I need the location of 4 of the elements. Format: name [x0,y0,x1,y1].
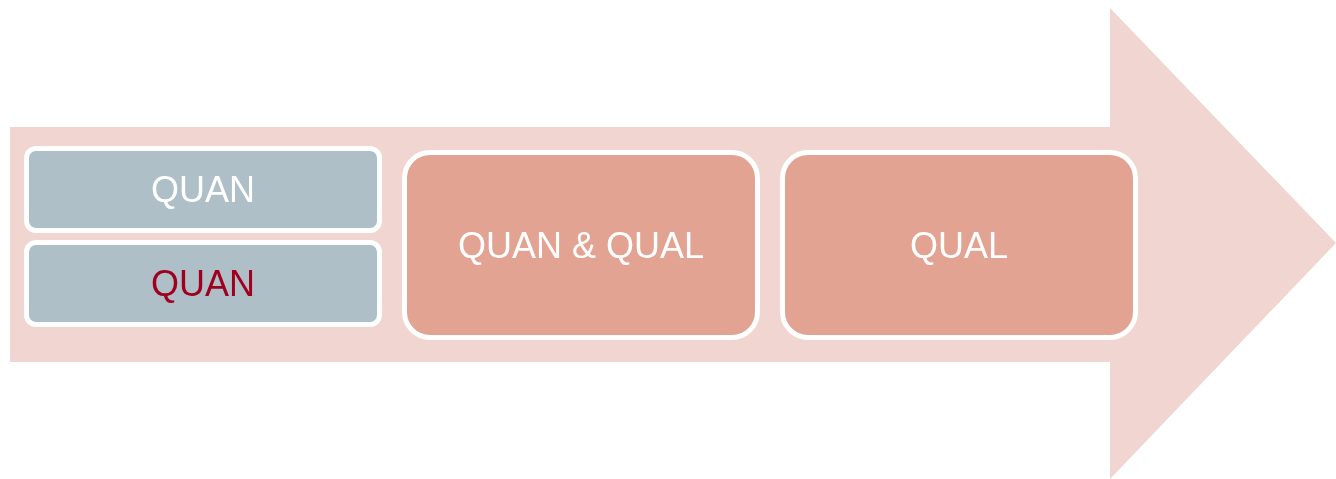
process-box: QUAN [24,240,382,327]
process-box: QUAN & QUAL [402,150,760,340]
process-box: QUAN [24,146,382,233]
process-box: QUAL [780,150,1138,340]
